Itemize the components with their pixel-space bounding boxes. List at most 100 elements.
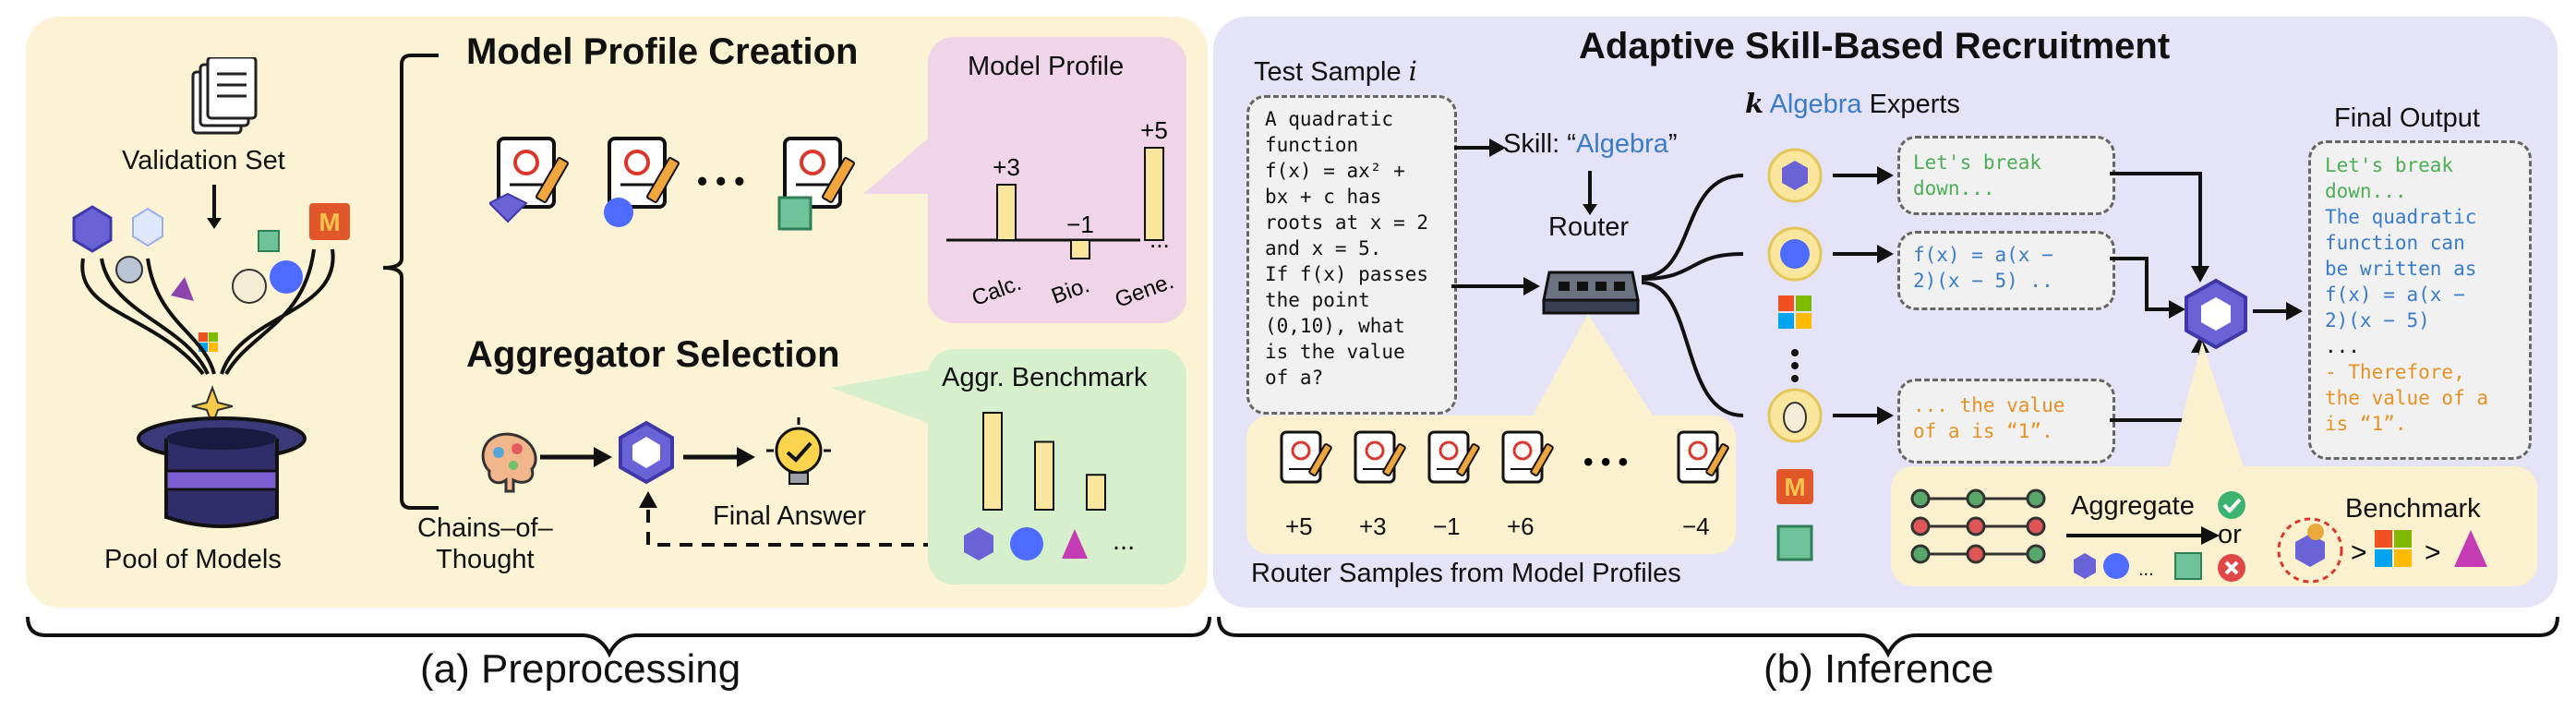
router-label: Router xyxy=(1548,212,1630,242)
router-branches xyxy=(1642,174,1744,417)
profile-more: ... xyxy=(1150,225,1170,253)
branch-brace xyxy=(382,54,439,510)
final-output-line: down... xyxy=(2325,180,2407,202)
aggr-benchmark-chart xyxy=(982,412,1106,511)
profile-bar-value: −1 xyxy=(1066,211,1094,238)
profile-callout xyxy=(863,139,928,194)
pool-of-models-label: Pool of Models xyxy=(104,545,282,574)
aggregate-label: Aggregate xyxy=(2071,491,2195,521)
profile-bar xyxy=(996,184,1017,241)
benchmark-bar xyxy=(982,412,1003,511)
aggr-model-logos xyxy=(964,527,1088,560)
profile-bar-label: Calc. xyxy=(969,271,1025,311)
model-profile-box xyxy=(928,37,1186,323)
right-arrow-icon xyxy=(1451,277,1540,295)
aggregation-arrows xyxy=(2110,172,2209,422)
final-answer-label: Final Answer xyxy=(713,501,867,531)
expert-output-text: Let's break down... xyxy=(1913,150,2041,201)
svg-text:>: > xyxy=(2425,537,2441,568)
profile-doc-icon xyxy=(777,137,855,231)
benchmark-bar xyxy=(1086,474,1106,511)
expert-output-line: Let's break xyxy=(1913,151,2042,174)
final-output-line: Let's break xyxy=(2325,154,2454,176)
final-output-title: Final Output xyxy=(2334,103,2480,133)
router-ellipsis: • • • xyxy=(1583,447,1628,477)
chains-of-thought-label: Chains–of– Thought xyxy=(417,513,553,574)
document-stack-icon xyxy=(191,57,258,135)
test-sample-line: roots at x = 2 xyxy=(1265,211,1429,234)
router-scores: +5+3−1+6−4 xyxy=(1256,512,1736,540)
feedback-arrow xyxy=(639,491,1025,547)
model-profile-chart: +3Calc.−1Bio.+5Gene.... xyxy=(946,116,1177,313)
profile-doc-icon xyxy=(604,137,680,227)
final-output-line: f(x) = a(x − xyxy=(2325,283,2465,306)
router-score: −4 xyxy=(1682,512,1710,540)
expert-column: M xyxy=(1767,148,1823,561)
router-doc-icon xyxy=(1354,430,1406,484)
gemini-logo-icon xyxy=(258,230,280,252)
test-sample-line: function xyxy=(1265,134,1359,156)
final-output-line: is “1”. xyxy=(2325,413,2407,435)
profile-bar-label: Gene. xyxy=(1112,269,1177,313)
benchmark-label: Benchmark xyxy=(2345,494,2481,524)
final-output-line: ... xyxy=(2325,335,2360,357)
aggregator-model-icon xyxy=(619,420,674,485)
benchmark-bar xyxy=(1034,440,1054,511)
router-icon xyxy=(1542,271,1640,315)
profile-doc-icon xyxy=(489,137,569,223)
down-arrow-icon xyxy=(207,185,222,229)
expert-output-box xyxy=(1897,136,2115,215)
inference-title: Adaptive Skill-Based Recruitment xyxy=(1579,26,2171,66)
test-sample-line: of a? xyxy=(1265,367,1324,389)
right-arrow-icon xyxy=(1454,139,1506,157)
expert-output-line: down... xyxy=(1913,177,1995,199)
router-score: +6 xyxy=(1507,512,1535,540)
router-samples-docs: • • • xyxy=(1280,430,1729,484)
deepseek-logo-icon xyxy=(1780,239,1810,269)
profile-docs-row xyxy=(489,137,855,231)
check-icon xyxy=(2218,491,2245,519)
svg-text:...: ... xyxy=(2138,560,2154,580)
right-arrow-icon xyxy=(540,447,612,467)
final-output-box xyxy=(2308,140,2532,460)
llama-logo-icon xyxy=(232,269,267,304)
svg-text:M: M xyxy=(1784,473,1805,501)
preprocessing-caption: (a) Preprocessing xyxy=(420,646,741,692)
final-output-line: 2)(x − 5) xyxy=(2325,309,2430,331)
test-sample-box xyxy=(1246,95,1457,415)
router-samples-callout xyxy=(1533,314,1653,416)
llama-logo-icon xyxy=(1783,402,1807,433)
qwen-logo-icon xyxy=(72,205,113,253)
expert-arrows xyxy=(1833,166,1894,425)
router-score: −1 xyxy=(1433,512,1461,540)
brain-icon xyxy=(481,432,537,493)
router-samples-box xyxy=(1246,416,1736,554)
model-profile-creation-title: Model Profile Creation xyxy=(466,31,859,72)
final-output-line: - Therefore, xyxy=(2325,361,2465,383)
router-doc-icon xyxy=(1501,430,1554,484)
bottom-braces xyxy=(26,616,2559,658)
profile-bar xyxy=(1070,239,1090,259)
svg-text:>: > xyxy=(2351,537,2367,568)
router-score: +5 xyxy=(1285,512,1313,540)
benchmark-callout xyxy=(831,369,933,425)
expert-output-text: f(x) = a(x −2)(x − 5) .. xyxy=(1913,242,2053,294)
test-sample-line: is the value xyxy=(1265,341,1405,363)
router-doc-icon xyxy=(1677,430,1729,484)
test-sample-line: If f(x) passes xyxy=(1265,263,1429,285)
test-sample-line: A quadratic xyxy=(1265,108,1394,130)
model-profile-title: Model Profile xyxy=(968,52,1125,81)
test-sample-label: Test Sample i xyxy=(1254,55,1417,87)
profile-ellipsis: • • • xyxy=(697,164,745,198)
right-arrow-icon xyxy=(2253,302,2303,320)
profile-bar-value: +5 xyxy=(1140,116,1168,144)
expert-output-box xyxy=(1897,231,2115,310)
aggr-more: ... xyxy=(1113,526,1136,556)
or-label: or xyxy=(2218,520,2242,549)
profile-bar-value: +3 xyxy=(993,153,1020,181)
test-sample-line: the point xyxy=(1265,289,1370,311)
aggregate-callout xyxy=(2170,342,2244,466)
aggregate-model-logos: ... xyxy=(2074,552,2202,580)
